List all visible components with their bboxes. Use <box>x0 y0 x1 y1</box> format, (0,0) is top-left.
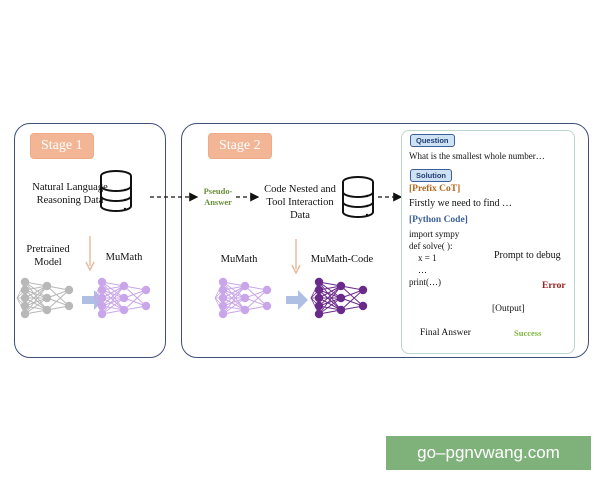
stage1-data-label: Natural Language Reasoning Data <box>32 182 108 207</box>
python-code-label: [Python Code] <box>409 215 468 225</box>
stage1-tag: Stage 1 <box>30 133 94 159</box>
output-label: [Output] <box>492 304 525 314</box>
stage2-mumath-network-icon <box>214 277 272 319</box>
pseudo-answer-label: Pseudo- Answer <box>203 186 233 207</box>
mumath-code-network-icon <box>310 277 368 319</box>
database-icon <box>100 170 132 212</box>
success-label: Success <box>514 328 542 338</box>
stage2-data-label: Code Nested and Tool Interaction Data <box>264 184 336 222</box>
stage2-mumath-code-label: MuMath-Code <box>310 254 374 265</box>
pretrained-network-icon <box>16 277 74 319</box>
block-arrow-stage2 <box>286 290 308 310</box>
stage2-tag: Stage 2 <box>208 133 272 159</box>
question-tag: Question <box>410 134 455 147</box>
stage1-mumath-label: MuMath <box>105 252 143 263</box>
prompt-to-debug-label: Prompt to debug <box>494 250 561 261</box>
down-arrow-stage2 <box>291 239 301 275</box>
solution-tag: Solution <box>410 169 452 182</box>
prefix-cot-label: [Prefix CoT] <box>409 184 461 194</box>
down-arrow-stage1 <box>85 236 95 272</box>
watermark-banner: go–pgnvwang.com <box>386 436 591 470</box>
database-icon <box>342 176 374 218</box>
stage1-mumath-network-icon <box>93 277 151 319</box>
pretrained-model-label: Pretrained Model <box>26 244 70 269</box>
error-label: Error <box>542 281 566 291</box>
python-code-lines: import sympy def solve( ): x = 1 … print… <box>409 229 460 287</box>
final-answer-label: Final Answer <box>420 328 471 338</box>
question-text: What is the smallest whole number… <box>409 151 545 161</box>
stage2-mumath-label: MuMath <box>220 254 258 265</box>
solution-panel <box>401 130 575 354</box>
prefix-cot-text: Firstly we need to find … <box>409 198 513 209</box>
